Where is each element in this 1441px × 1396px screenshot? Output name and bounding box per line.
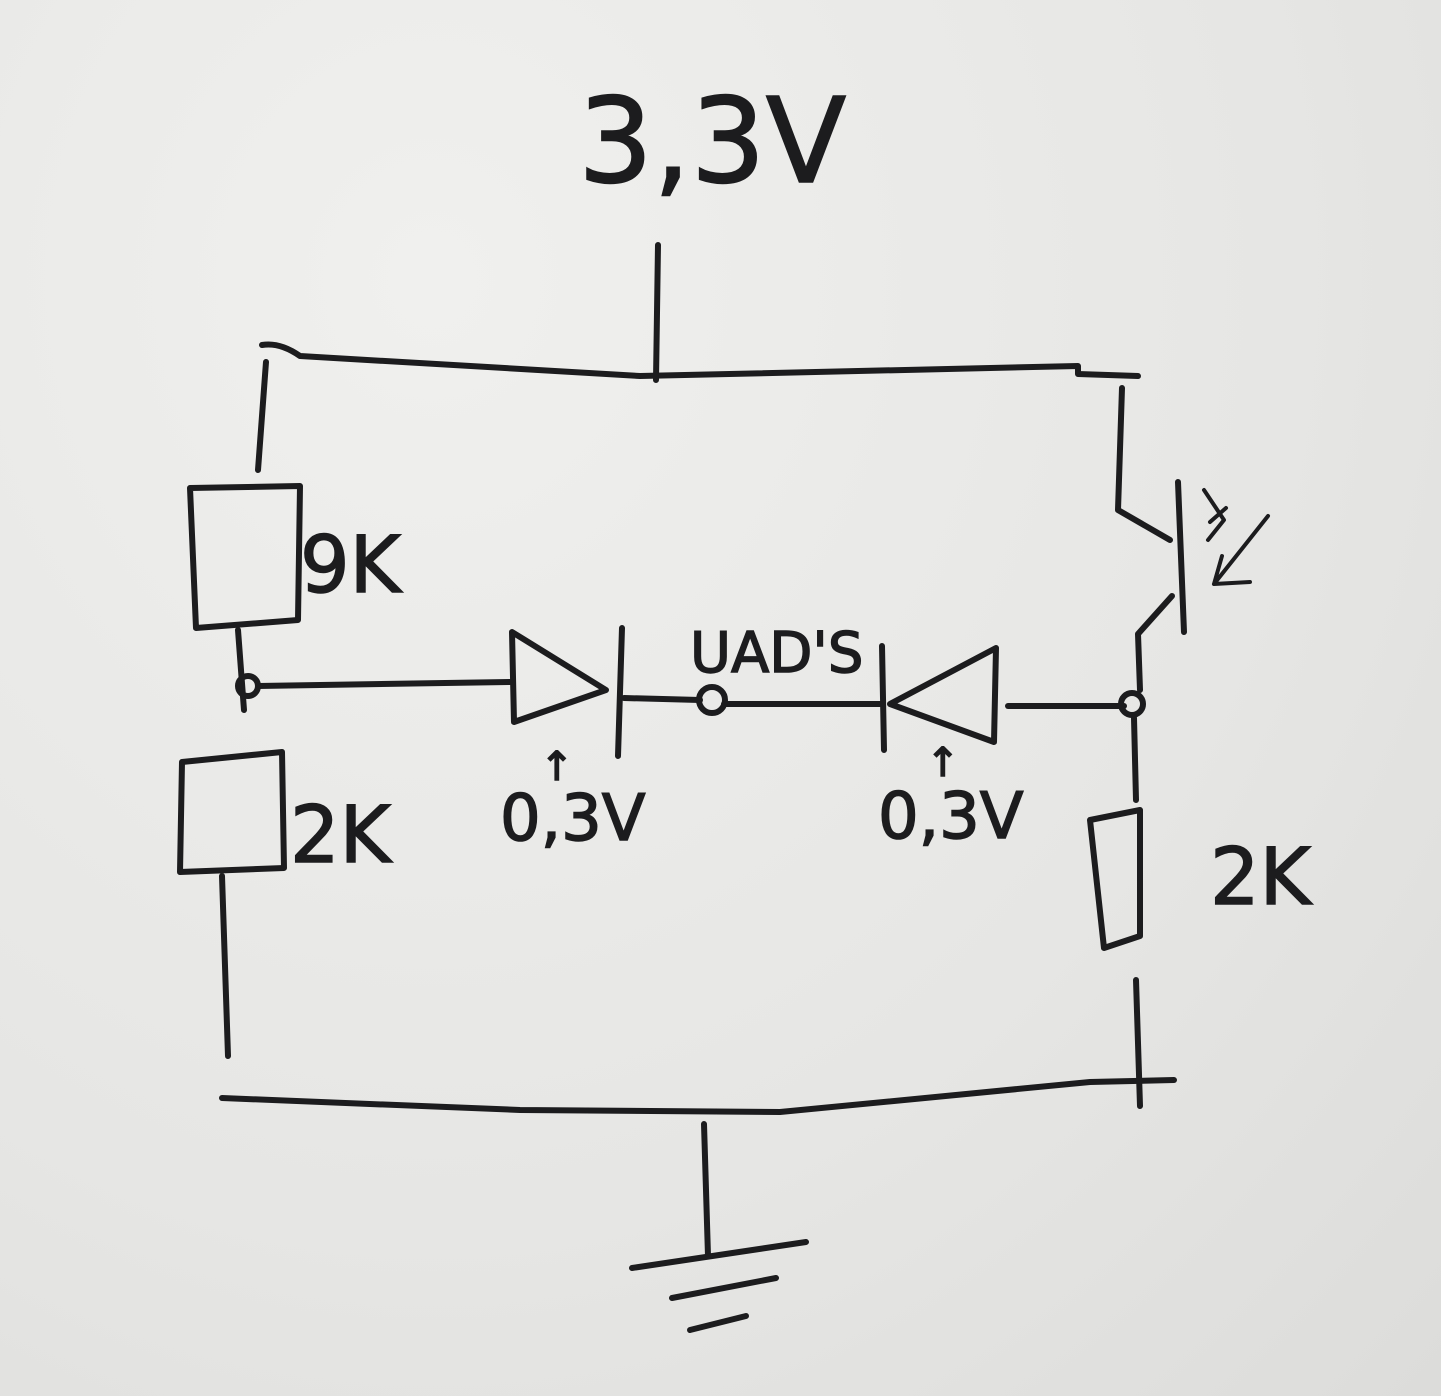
switch-lower-lead: [1135, 593, 1175, 693]
diode-left-cathode-bar: [615, 625, 625, 759]
ground-symbol-line-1: [629, 1239, 809, 1271]
left-lower-wire: [219, 873, 231, 1059]
diode-right-arrow-mark: ↑: [926, 740, 960, 786]
right-junction-node: [1118, 690, 1146, 718]
resistor-2k-left-label: 2K: [290, 791, 393, 881]
diode-left: [509, 629, 609, 725]
supply-lead-wire: [653, 242, 661, 383]
center-left-wire: [621, 695, 703, 703]
right-upper-wire: [1115, 385, 1173, 543]
right-lower-wire: [1133, 977, 1143, 1109]
diode-right-cathode-bar: [879, 643, 887, 753]
diode-left-arrow-mark: ↑: [540, 744, 574, 790]
resistor-9k-label: 9K: [300, 521, 403, 611]
light-arrow-icon-2: [1212, 514, 1270, 586]
left-diode-wire: [255, 679, 513, 689]
top-rail-wire: [259, 341, 1141, 379]
switch-bar: [1175, 479, 1187, 635]
right-mid-wire: [1131, 715, 1139, 803]
resistor-9k: [187, 483, 303, 631]
diode-left-label: 0,3V: [500, 782, 646, 856]
resistor-2k-right: [1087, 807, 1143, 951]
light-arrow-icon-1: [1202, 488, 1228, 542]
center-node: [696, 684, 728, 716]
supply-voltage-label: 3,3V: [578, 72, 846, 210]
center-node-label: UAD'S: [690, 621, 863, 686]
bottom-rail-wire: [219, 1077, 1177, 1115]
ground-symbol-line-3: [687, 1313, 749, 1333]
resistor-2k-right-label: 2K: [1210, 833, 1313, 923]
ground-lead-wire: [701, 1121, 711, 1259]
resistor-2k-left: [177, 749, 287, 875]
diode-right-label: 0,3V: [878, 780, 1024, 854]
left-upper-wire: [255, 359, 269, 473]
diode-right: [887, 645, 999, 745]
ground-symbol-line-2: [669, 1275, 779, 1301]
